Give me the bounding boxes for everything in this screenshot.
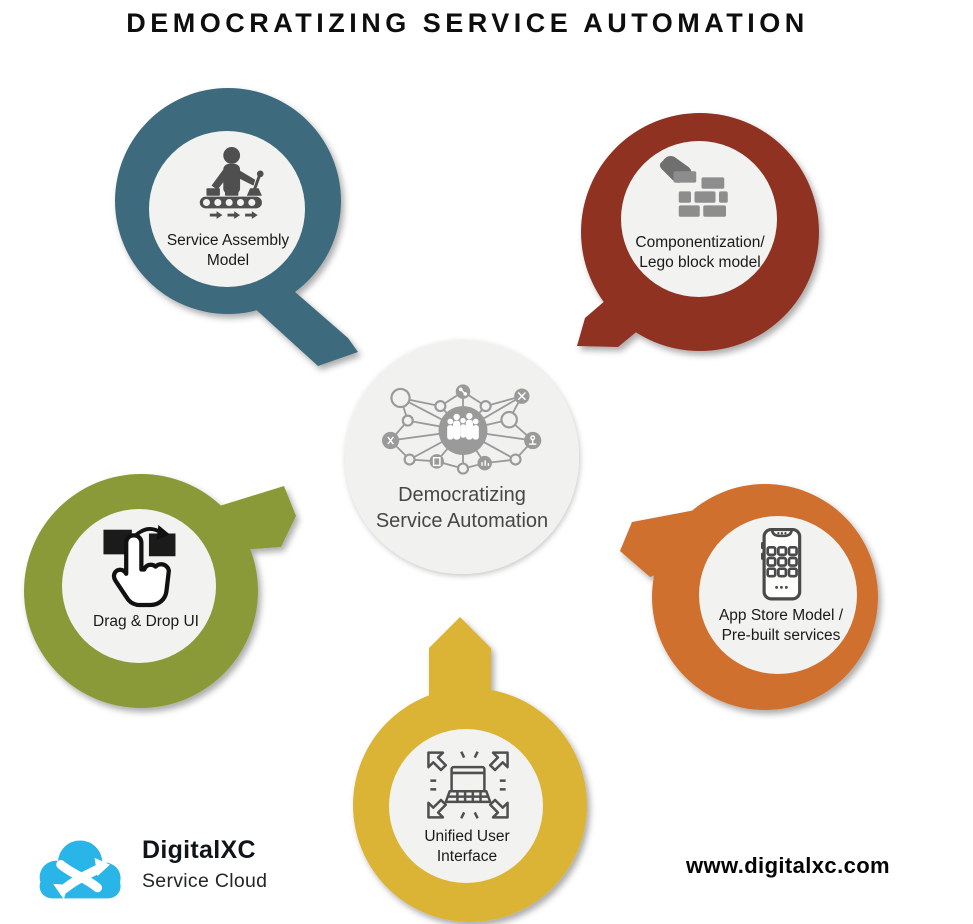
label-line: Democratizing bbox=[398, 484, 526, 506]
label-componentization: Componentization/ Lego block model bbox=[608, 233, 792, 274]
assembly-line-icon bbox=[199, 147, 264, 219]
label-line: Model bbox=[206, 252, 250, 270]
label-drag-drop: Drag & Drop UI bbox=[56, 612, 236, 632]
label-line: Pre-built services bbox=[721, 627, 841, 645]
label-line: Service Assembly bbox=[166, 232, 290, 249]
label-line: Componentization/ bbox=[635, 234, 765, 251]
center-hub-label: Democratizing Service Automation bbox=[352, 482, 572, 534]
label-unified-ui: Unified User Interface bbox=[377, 827, 557, 868]
page-title: DEMOCRATIZING SERVICE AUTOMATION bbox=[126, 8, 809, 38]
bubble-componentization bbox=[577, 113, 819, 351]
smartphone-app-grid-icon bbox=[761, 527, 802, 601]
drag-drop-hand-icon bbox=[103, 524, 176, 608]
brand-text-block: DigitalXC Service Cloud bbox=[142, 836, 267, 893]
website-url: www.digitalxc.com bbox=[685, 853, 891, 878]
brand-name: DigitalXC bbox=[142, 836, 256, 864]
bubble-inner-circle bbox=[149, 131, 305, 287]
bubble-unified-ui bbox=[353, 617, 587, 922]
label-app-store: App Store Model / Pre-built services bbox=[691, 606, 871, 647]
digitalxc-cloud-logo-icon bbox=[39, 840, 121, 900]
bubble-service-assembly bbox=[115, 88, 358, 366]
people-network-icon bbox=[381, 384, 542, 475]
bubble-inner-circle bbox=[621, 141, 777, 297]
label-line: Unified User bbox=[424, 828, 510, 845]
label-line: App Store Model / bbox=[718, 607, 844, 624]
label-service-assembly: Service Assembly Model bbox=[138, 231, 318, 272]
brand-tagline: Service Cloud bbox=[142, 870, 268, 892]
label-line: Lego block model bbox=[639, 254, 761, 272]
label-line: Interface bbox=[436, 848, 498, 866]
expanding-device-icon bbox=[427, 751, 509, 819]
hand-brick-wall-icon bbox=[659, 156, 728, 217]
label-line: Service Automation bbox=[375, 510, 549, 532]
label-line: Drag & Drop UI bbox=[93, 613, 199, 630]
bubble-app-store bbox=[620, 484, 878, 710]
